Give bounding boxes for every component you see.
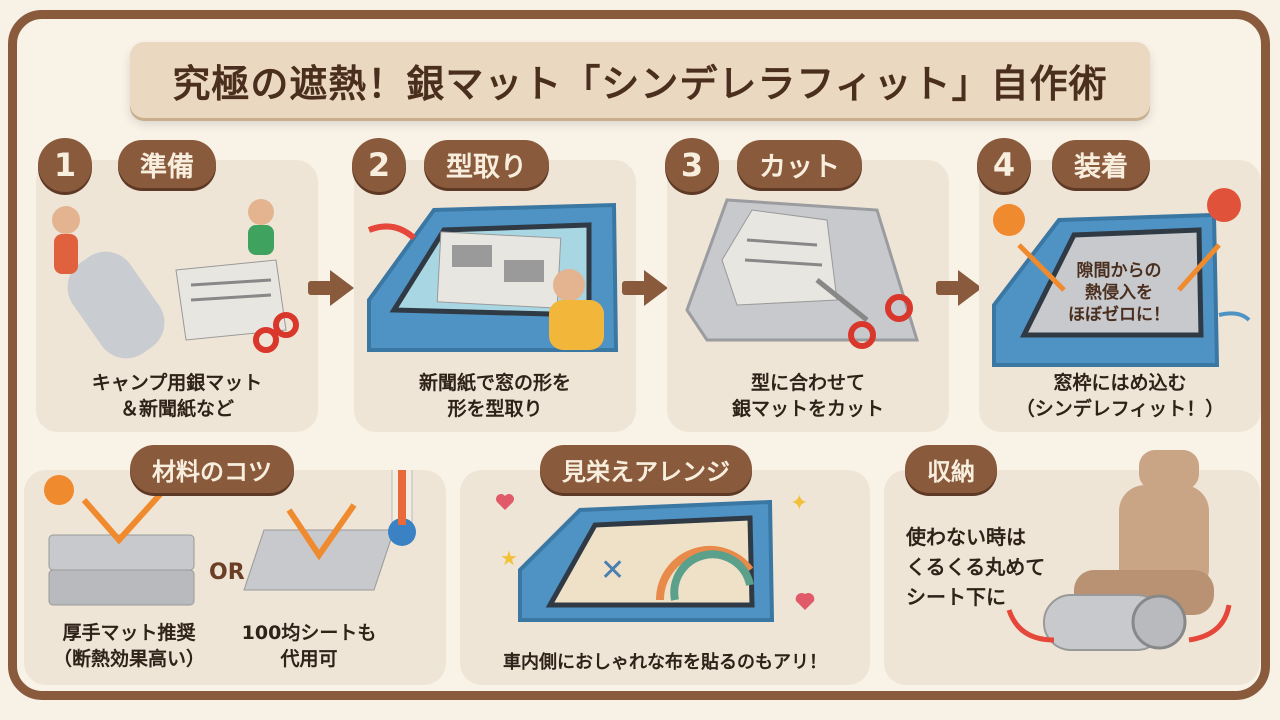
title-banner: 究極の遮熱！銀マット「シンデレラフィット」自作術: [130, 42, 1150, 118]
step-label-1: 準備: [118, 140, 216, 188]
storage-line: くるくる丸めて: [906, 555, 1046, 579]
step-3-caption: 型に合わせて 銀マットをカット: [667, 370, 949, 422]
caption-line: キャンプ用銀マット: [91, 372, 263, 394]
caption-line: 厚手マット推奨: [62, 622, 196, 644]
or-label: OR: [209, 560, 245, 585]
installed-window-illustration: [992, 188, 1251, 367]
step-card-1: キャンプ用銀マット ＆新聞紙など: [36, 160, 318, 432]
materials-tip-panel: OR 厚手マット推奨 （断熱効果高い） 100均シートも 代用可: [24, 470, 446, 685]
materials-tip-label: 材料のコツ: [130, 445, 294, 493]
dollar-store-caption: 100均シートも 代用可: [224, 620, 394, 672]
step-number-2: 2: [352, 138, 406, 192]
heat-callout: 隙間からの 熱侵入を ほぼゼロに！: [1049, 260, 1189, 326]
svg-text:✦: ✦: [790, 491, 808, 516]
callout-line: 隙間からの: [1076, 261, 1162, 281]
storage-text: 使わない時は くるくる丸めて シート下に: [906, 522, 1045, 612]
step-card-4: 隙間からの 熱侵入を ほぼゼロに！ 窓枠にはめ込む （シンデレフィット！）: [979, 160, 1261, 432]
arrange-caption: 車内側におしゃれな布を貼るのもアリ！: [503, 652, 827, 673]
step-4-caption: 窓枠にはめ込む （シンデレフィット！）: [979, 370, 1261, 422]
callout-line: ほぼゼロに！: [1068, 305, 1170, 325]
caption-line: 100均シートも: [241, 622, 377, 644]
storage-line: 使わない時は: [906, 525, 1026, 549]
arrange-tip-label: 見栄えアレンジ: [540, 445, 752, 493]
thick-mat-caption: 厚手マット推奨 （断熱効果高い）: [24, 620, 234, 672]
caption-line: 窓枠にはめ込む: [1053, 372, 1187, 394]
caption-line: 新聞紙で窓の形を: [418, 372, 571, 394]
step-number-3: 3: [665, 138, 719, 192]
arrow-right-icon: [308, 270, 354, 306]
caption-line: 代用可: [280, 648, 338, 670]
caption-line: 形を型取り: [447, 398, 543, 420]
car-window-template-illustration: [367, 202, 619, 352]
step-2-caption: 新聞紙で窓の形を 形を型取り: [354, 370, 636, 422]
caption-line: ＆新聞紙など: [119, 398, 234, 420]
callout-line: 熱侵入を: [1085, 283, 1153, 303]
caption-line: 銀マットをカット: [731, 398, 884, 420]
step-label-2: 型取り: [424, 140, 549, 188]
svg-text:★: ★: [500, 546, 518, 570]
arrow-right-icon: [936, 270, 982, 306]
materials-illustration: [44, 470, 416, 606]
prep-illustration: [52, 199, 299, 359]
page-title: 究極の遮熱！銀マット「シンデレラフィット」自作術: [172, 61, 1108, 106]
step-number-1: 1: [38, 138, 92, 192]
step-label-4: 装着: [1052, 140, 1150, 188]
caption-line: （シンデレフィット！）: [1015, 398, 1225, 420]
step-number-4: 4: [977, 138, 1031, 192]
arrow-right-icon: [622, 270, 668, 306]
step-1-caption: キャンプ用銀マット ＆新聞紙など: [36, 370, 318, 422]
storage-tip-panel: 使わない時は くるくる丸めて シート下に: [884, 450, 1260, 685]
fabric-window-illustration: ✕ ★ ✦: [496, 491, 815, 622]
storage-line: シート下に: [906, 585, 1006, 609]
svg-text:✕: ✕: [600, 553, 625, 588]
car-seat-illustration: [1006, 450, 1232, 651]
caption-line: （断熱効果高い）: [52, 648, 205, 670]
caption-line: 型に合わせて: [750, 372, 865, 394]
arrange-tip-panel: ✕ ★ ✦ 車内側におしゃれな布を貼るのもアリ！: [460, 470, 870, 685]
cut-mat-illustration: [685, 198, 920, 349]
step-card-3: 型に合わせて 銀マットをカット: [667, 160, 949, 432]
step-label-3: カット: [737, 140, 862, 188]
step-card-2: 新聞紙で窓の形を 形を型取り: [354, 160, 636, 432]
storage-tip-label: 収納: [905, 445, 997, 493]
